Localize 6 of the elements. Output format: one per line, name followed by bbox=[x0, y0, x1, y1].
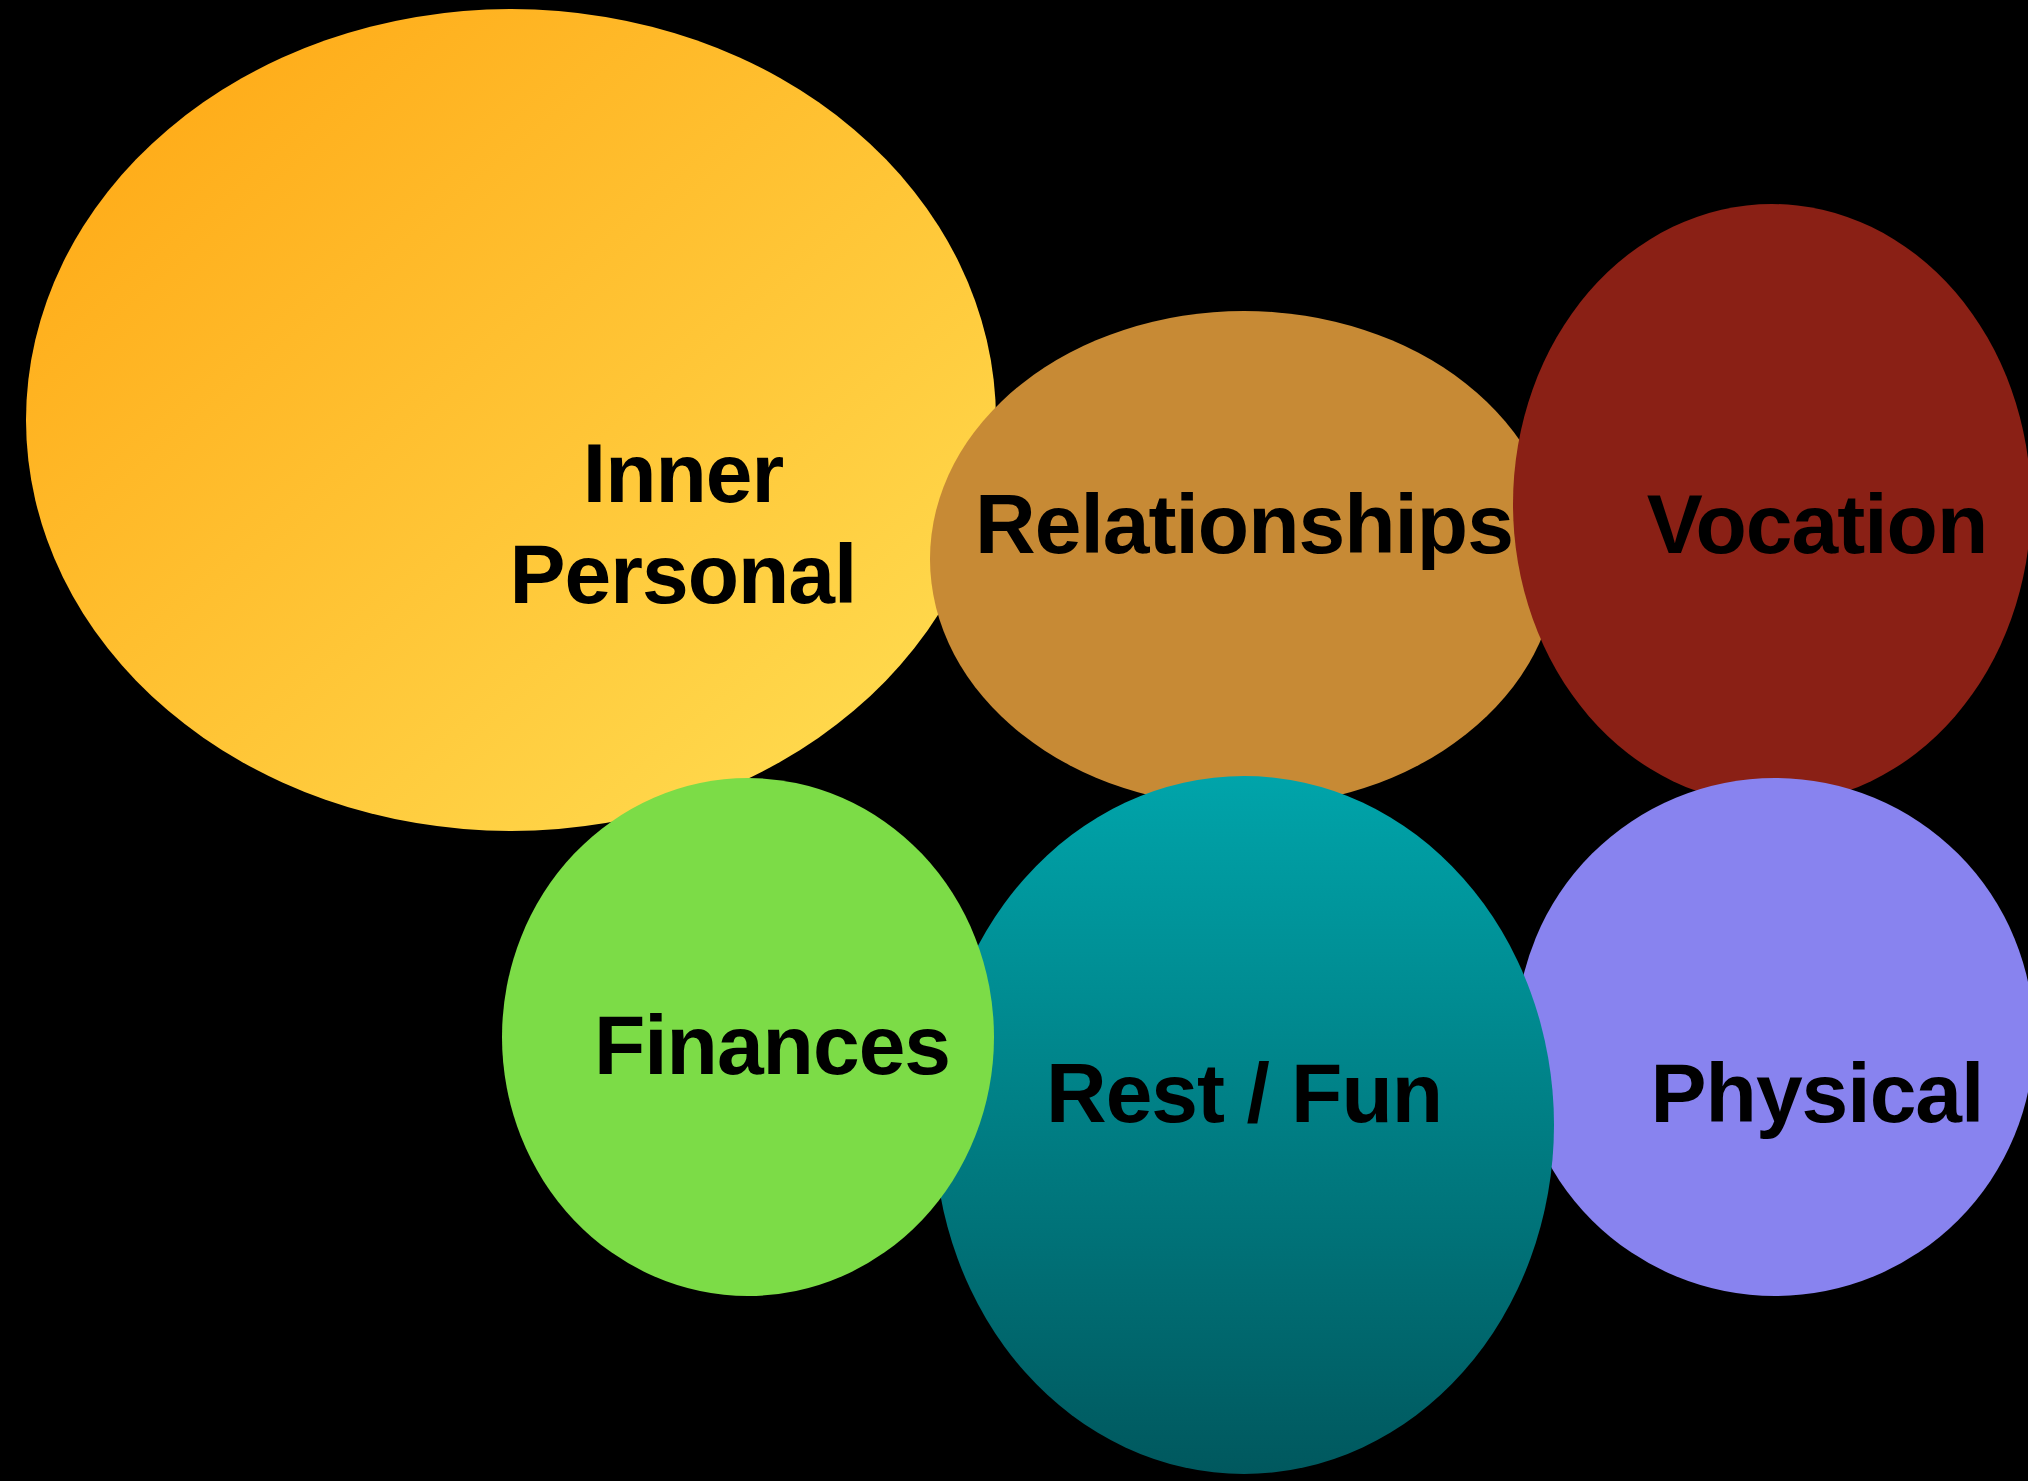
category-label: Vocation bbox=[1645, 475, 1989, 573]
category-label: Relationships bbox=[974, 475, 1514, 573]
category-label: Physical bbox=[1649, 1044, 1985, 1142]
category-label: Rest / Fun bbox=[1045, 1044, 1443, 1142]
category-label: Inner Personal bbox=[508, 425, 858, 623]
category-label: Finances bbox=[592, 996, 952, 1094]
